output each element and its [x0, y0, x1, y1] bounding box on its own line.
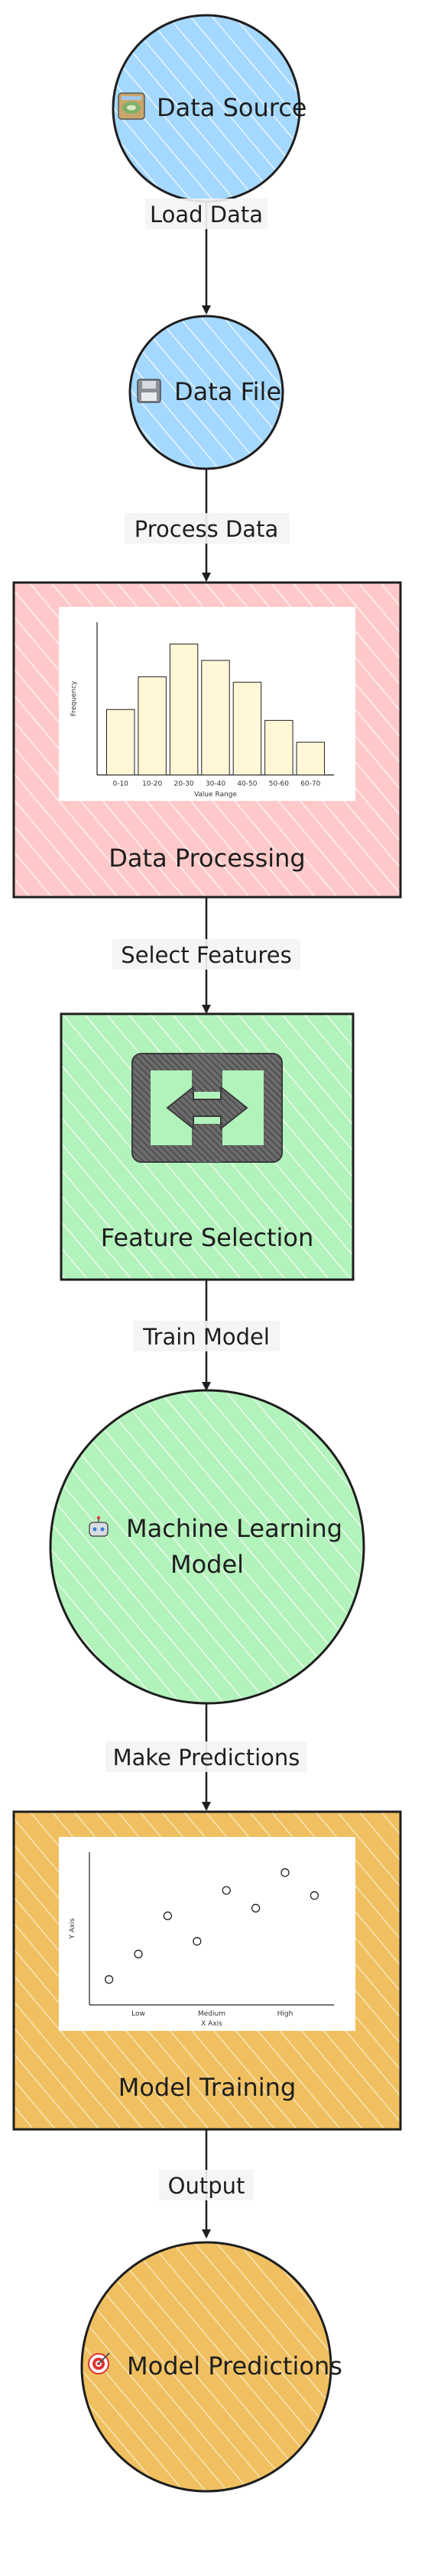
x-tick-label: Medium	[198, 2010, 225, 2018]
node-data-file[interactable]: Data File	[128, 315, 284, 470]
scatter-point	[163, 1911, 173, 1920]
x-axis-title: X Axis	[201, 2020, 222, 2028]
scatter-point	[310, 1891, 319, 1900]
node-feature-selection[interactable]: Feature Selection	[60, 1012, 355, 1281]
histogram-bar	[264, 720, 293, 776]
node-data-processing[interactable]: 0-10 10-20 20-30 30-40 40-50 50-60 60-70Value …	[12, 581, 402, 899]
node-label-line1: Machine Learning	[126, 1514, 342, 1543]
histogram-bar	[232, 682, 262, 776]
node-model-predictions[interactable]: Model Predictions	[80, 2241, 342, 2493]
y-axis-title: Y Axis	[69, 1918, 76, 1939]
x-axis-title: Value Range	[194, 791, 238, 799]
node-label: Data Processing	[109, 844, 305, 873]
node-label: Model Training	[118, 2073, 297, 2102]
edge-train-model: Train Model	[133, 1280, 280, 1391]
histogram-chart: 0-10 10-20 20-30 30-40 40-50 50-60 60-70Value …	[70, 622, 334, 799]
histogram-bar	[105, 709, 135, 776]
node-label: Feature Selection	[101, 1223, 314, 1252]
node-label: Model Predictions	[127, 2352, 342, 2381]
y-axis-title: Frequency	[70, 680, 78, 716]
x-tick-label: 40-50	[237, 780, 257, 788]
x-tick-label: 60-70	[300, 780, 320, 788]
node-ml-model[interactable]: Machine Learning Model	[49, 1389, 365, 1705]
histogram-bar	[296, 741, 326, 776]
target-icon	[88, 2352, 110, 2374]
edge-label: Output	[168, 2173, 245, 2199]
histogram-bar	[201, 660, 230, 776]
edge-label: Load Data	[150, 202, 263, 228]
scatter-point	[134, 1949, 143, 1958]
edge-label: Make Predictions	[113, 1745, 300, 1771]
scatter-point	[104, 1975, 114, 1984]
scatter-point	[193, 1937, 202, 1946]
floppy-disk-icon	[137, 379, 161, 403]
edge-make-predictions: Make Predictions	[105, 1703, 307, 1811]
node-model-training[interactable]: Low Medium High X Axis Y Axis Model Training	[12, 1810, 402, 2131]
scatter-point	[280, 1868, 290, 1877]
x-tick-label: 20-30	[173, 780, 193, 788]
scatter-point	[251, 1903, 261, 1913]
x-tick-label: 30-40	[206, 780, 225, 788]
scatter-chart: Low Medium High X Axis Y Axis	[69, 1852, 334, 2028]
edge-output: Output	[159, 2129, 254, 2239]
edge-label: Select Features	[121, 942, 291, 968]
histogram-bar	[138, 676, 167, 776]
edge-select-features: Select Features	[112, 897, 300, 1014]
scatter-point	[222, 1886, 231, 1895]
stadium-photo-icon	[118, 92, 145, 120]
node-label: Data Source	[157, 93, 306, 122]
edge-label: Process Data	[135, 516, 278, 542]
swap-arrows-icon	[131, 1053, 283, 1163]
edge-load-data: Load Data	[145, 199, 268, 315]
edge-process-data: Process Data	[125, 469, 290, 582]
x-tick-label: 50-60	[269, 780, 289, 788]
edge-label: Train Model	[142, 1324, 270, 1350]
x-tick-label: Low	[131, 2010, 145, 2018]
node-label-line2: Model	[170, 1550, 244, 1579]
robot-icon	[89, 1516, 109, 1537]
histogram-bar	[169, 644, 199, 776]
x-tick-label: 10-20	[142, 780, 162, 788]
node-data-source[interactable]: Data Source	[112, 14, 306, 203]
x-tick-label: High	[277, 2010, 293, 2018]
x-tick-label: 0-10	[112, 780, 128, 788]
node-label: Data File	[174, 377, 281, 406]
